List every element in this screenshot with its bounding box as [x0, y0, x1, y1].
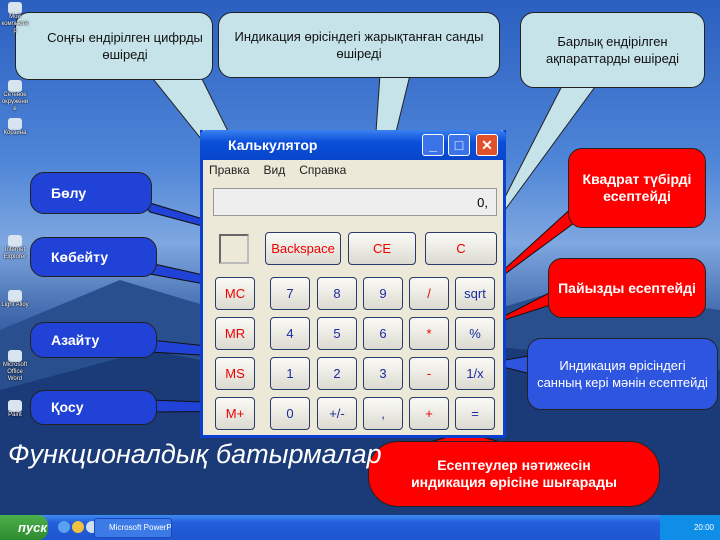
callout-subtract: Азайту: [30, 322, 157, 358]
callout-reciprocal: Индикация өрісіндегі санның кері мәнін е…: [527, 338, 718, 410]
title-bar[interactable]: Калькулятор _ □ ✕: [200, 130, 506, 160]
menu-help[interactable]: Справка: [299, 163, 347, 177]
desktop-icon[interactable]: Корзина: [1, 118, 29, 137]
key-8-button[interactable]: 8: [317, 277, 357, 310]
callout-add: Қосу: [30, 390, 157, 425]
taskbar: пуск Microsoft PowerPoint ... 20:00: [0, 515, 720, 540]
menu-view[interactable]: Вид: [263, 163, 286, 177]
key-equals-button[interactable]: =: [455, 397, 495, 430]
key-3-button[interactable]: 3: [363, 357, 403, 390]
key-reciprocal-button[interactable]: 1/x: [455, 357, 495, 390]
media-quicklaunch-icon[interactable]: [72, 521, 84, 533]
key-7-button[interactable]: 7: [270, 277, 310, 310]
key-1-button[interactable]: 1: [270, 357, 310, 390]
key-5-button[interactable]: 5: [317, 317, 357, 350]
minimize-button[interactable]: _: [422, 134, 444, 156]
key-mplus-button[interactable]: M+: [215, 397, 255, 430]
key-decimal-button[interactable]: ,: [363, 397, 403, 430]
key-mr-button[interactable]: MR: [215, 317, 255, 350]
c-button[interactable]: C: [425, 232, 497, 265]
callout-ce: Индикация өрісіндегі жарықтанған санды ө…: [218, 12, 500, 78]
callout-c: Барлық ендірілген ақпараттарды өшіреді: [520, 12, 705, 88]
desktop-icon[interactable]: Microsoft Office Word: [1, 350, 29, 383]
menu-edit[interactable]: Правка: [209, 163, 250, 177]
desktop-icon[interactable]: Сетевое окружение: [1, 80, 29, 113]
key-add-button[interactable]: +: [409, 397, 449, 430]
calculator-display: 0,: [213, 188, 497, 216]
key-multiply-button[interactable]: *: [409, 317, 449, 350]
key-6-button[interactable]: 6: [363, 317, 403, 350]
ie-quicklaunch-icon[interactable]: [58, 521, 70, 533]
key-sign-button[interactable]: +/-: [317, 397, 357, 430]
key-2-button[interactable]: 2: [317, 357, 357, 390]
key-0-button[interactable]: 0: [270, 397, 310, 430]
menu-bar: Правка Вид Справка: [209, 163, 360, 177]
key-divide-button[interactable]: /: [409, 277, 449, 310]
callout-multiply: Көбейту: [30, 237, 157, 277]
system-tray: 20:00: [660, 515, 720, 540]
calculator-window: Калькулятор _ □ ✕ Правка Вид Справка 0, Ba…: [200, 130, 506, 438]
key-mc-button[interactable]: MC: [215, 277, 255, 310]
desktop-icon[interactable]: Мой компьютер: [1, 2, 29, 35]
callout-percent: Пайызды есептейді: [548, 258, 706, 318]
desktop-icon[interactable]: Paint: [1, 400, 29, 419]
memory-indicator: [219, 234, 249, 264]
key-sqrt-button[interactable]: sqrt: [455, 277, 495, 310]
desktop-icon[interactable]: Light Alloy: [1, 290, 29, 309]
key-4-button[interactable]: 4: [270, 317, 310, 350]
callout-backspace: Соңғы ендірілген цифрды өшіреді: [15, 12, 213, 80]
taskbar-powerpoint[interactable]: Microsoft PowerPoint ...: [94, 518, 172, 538]
clock: 20:00: [693, 523, 714, 532]
caption-functional-buttons: Функционалдық батырмалар: [8, 439, 382, 469]
key-9-button[interactable]: 9: [363, 277, 403, 310]
desktop-icon[interactable]: Internet Explorer: [1, 235, 29, 261]
callout-divide: Бөлу: [30, 172, 152, 214]
callout-equals: Есептеулер нәтижесін индикация өрісіне ш…: [368, 441, 660, 507]
backspace-button[interactable]: Backspace: [265, 232, 341, 265]
callout-sqrt: Квадрат түбірді есептейді: [568, 148, 706, 228]
maximize-button[interactable]: □: [448, 134, 470, 156]
window-title: Калькулятор: [228, 137, 318, 153]
key-ms-button[interactable]: MS: [215, 357, 255, 390]
ce-button[interactable]: CE: [348, 232, 416, 265]
key-percent-button[interactable]: %: [455, 317, 495, 350]
close-button[interactable]: ✕: [476, 134, 498, 156]
start-button[interactable]: пуск: [0, 515, 48, 540]
key-subtract-button[interactable]: -: [409, 357, 449, 390]
